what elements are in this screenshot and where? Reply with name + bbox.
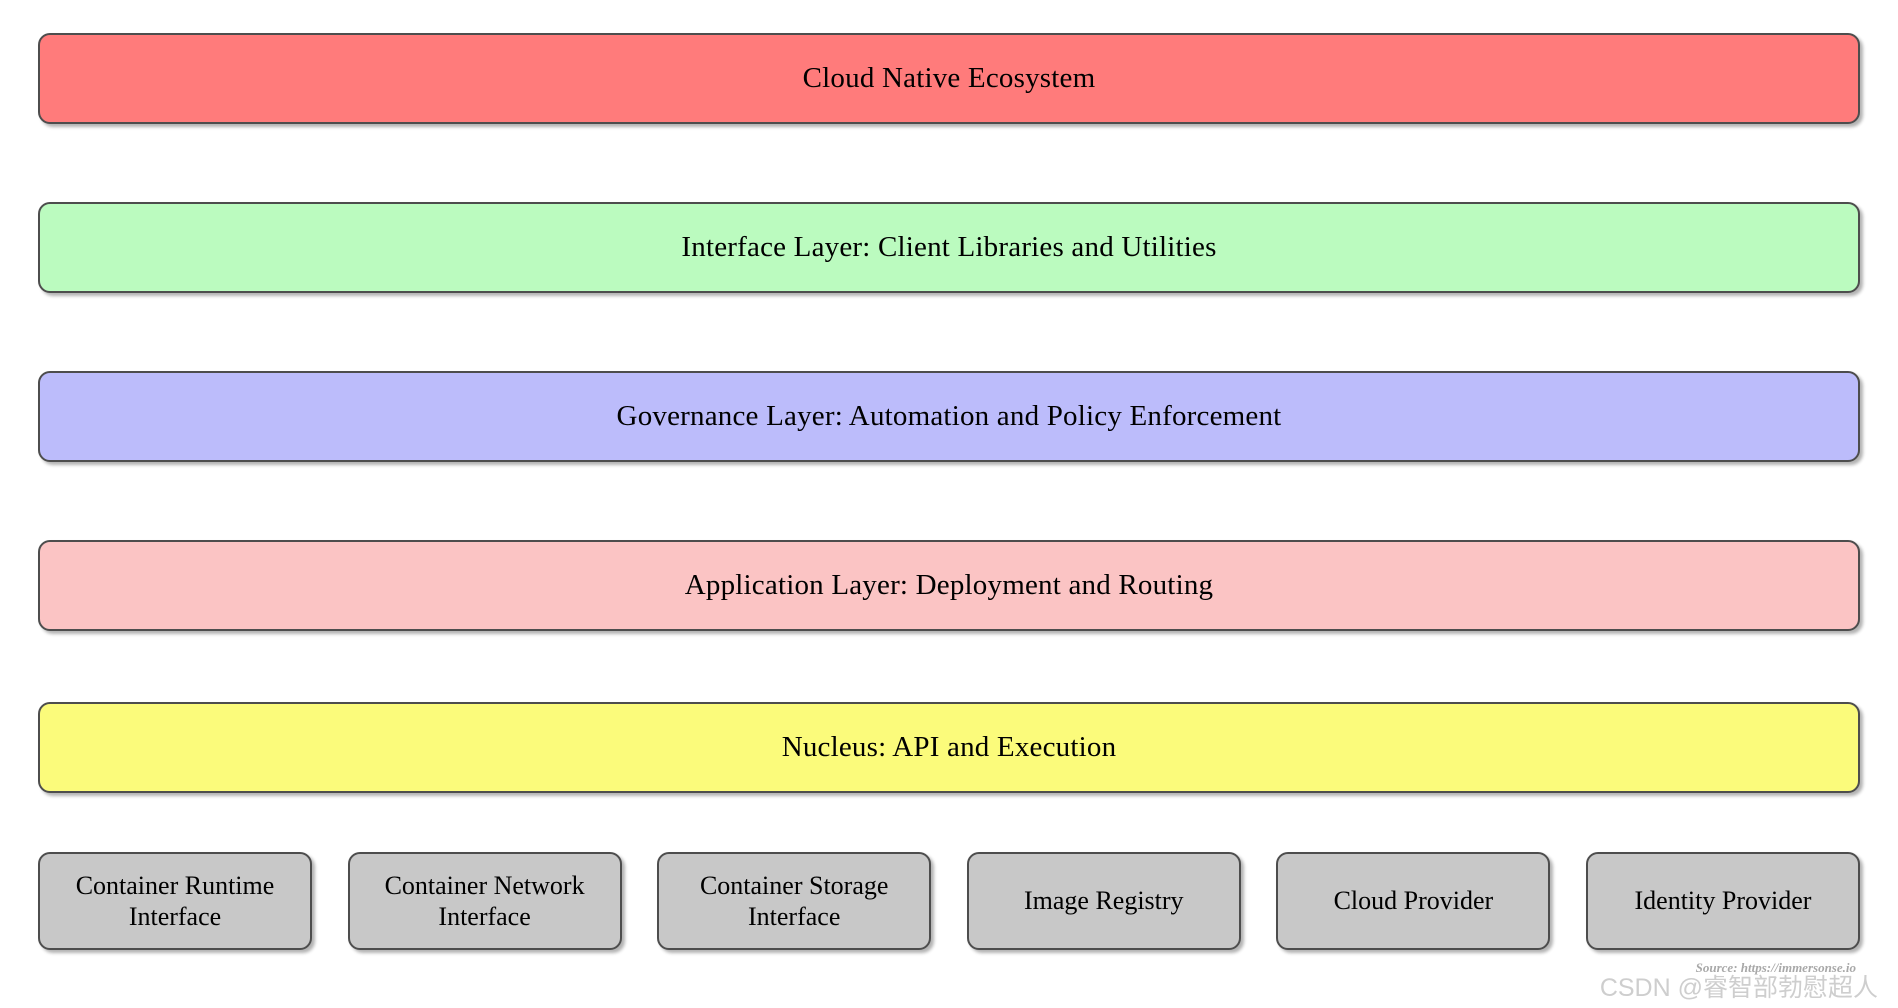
component-label: Container Network Interface [384, 870, 585, 931]
component-box-identity-provider: Identity Provider [1585, 852, 1860, 950]
component-box-cloud-provider: Cloud Provider [1276, 852, 1551, 950]
layer-label: Nucleus: API and Execution [781, 730, 1117, 763]
component-box-image-registry: Image Registry [966, 852, 1241, 950]
layer-box-interface-layer: Interface Layer: Client Libraries and Ut… [38, 202, 1860, 293]
layer-label: Interface Layer: Client Libraries and Ut… [681, 230, 1217, 263]
watermark-group: Source: https://immersonse.io CSDN @睿智部勃… [1586, 956, 1886, 1002]
component-label: Container Storage Interface [699, 870, 889, 931]
layer-label: Governance Layer: Automation and Policy … [616, 399, 1282, 432]
layer-label: Cloud Native Ecosystem [802, 61, 1096, 94]
layer-box-governance-layer: Governance Layer: Automation and Policy … [38, 371, 1860, 462]
component-label: Cloud Provider [1333, 886, 1494, 916]
component-box-container-network-interface: Container Network Interface [347, 852, 622, 950]
component-box-container-runtime-interface: Container Runtime Interface [38, 852, 312, 950]
layer-box-application-layer: Application Layer: Deployment and Routin… [38, 540, 1860, 631]
layer-box-nucleus: Nucleus: API and Execution [38, 702, 1860, 793]
component-label: Identity Provider [1634, 886, 1812, 916]
component-box-container-storage-interface: Container Storage Interface [657, 852, 932, 950]
csdn-watermark-text: CSDN @睿智部勃慰超人 [1599, 974, 1878, 1002]
layer-box-cloud-native-ecosystem: Cloud Native Ecosystem [38, 33, 1860, 124]
layer-label: Application Layer: Deployment and Routin… [684, 568, 1214, 601]
component-label: Image Registry [1023, 886, 1184, 916]
component-row: Container Runtime Interface Container Ne… [38, 852, 1860, 950]
component-label: Container Runtime Interface [75, 870, 275, 931]
source-watermark-text: Source: https://immersonse.io [1695, 960, 1856, 975]
